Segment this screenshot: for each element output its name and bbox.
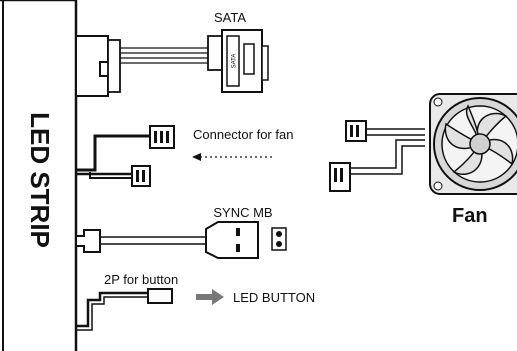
led-button-label: LED BUTTON: [233, 290, 315, 305]
led-strip-board: LED STRIP: [0, 0, 78, 351]
fan-connector-label: Connector for fan: [193, 127, 293, 142]
button-connector-group: 2P for button LED BUTTON: [76, 272, 315, 331]
sata-label: SATA: [214, 10, 246, 25]
fan-connector-group: Connector for fan: [76, 125, 293, 187]
led-strip-title: LED STRIP: [25, 112, 55, 248]
fan-illustration: Fan: [429, 93, 517, 227]
sata-plug-text: SATA: [232, 54, 238, 69]
fan-label: Fan: [452, 205, 488, 227]
sata-connector-group: SATA SATA: [75, 10, 269, 97]
button-connector-label: 2P for button: [104, 272, 178, 287]
fan-cable-group: [329, 120, 425, 192]
sync-mb-group: SYNC MB: [75, 205, 287, 259]
sync-label: SYNC MB: [213, 205, 272, 220]
